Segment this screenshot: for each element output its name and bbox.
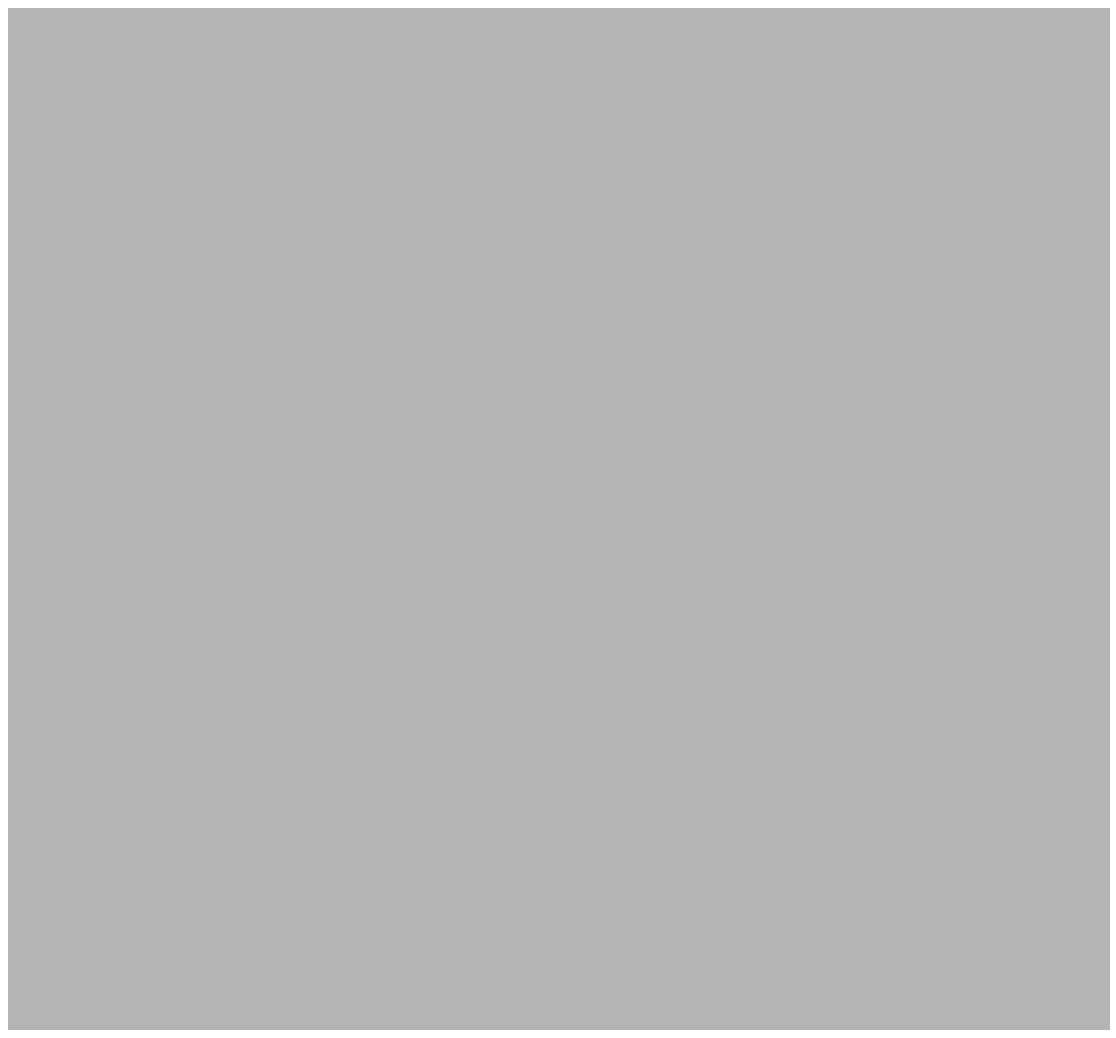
viewport-background xyxy=(8,8,1110,1030)
